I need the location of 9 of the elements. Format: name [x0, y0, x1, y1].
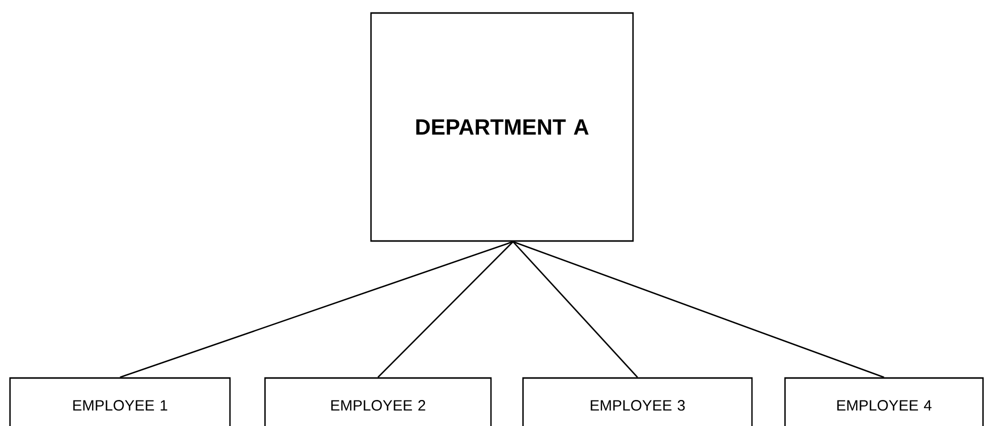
connector-line [120, 241, 514, 378]
employee-box: EMPLOYEE 4 [784, 377, 984, 426]
connector-line [512, 241, 638, 378]
connector-line [512, 241, 884, 378]
connector-line [378, 241, 514, 378]
department-box: DEPARTMENT A [370, 12, 634, 242]
employee-box: EMPLOYEE 1 [9, 377, 231, 426]
employee-box: EMPLOYEE 3 [522, 377, 753, 426]
employee-box: EMPLOYEE 2 [264, 377, 492, 426]
